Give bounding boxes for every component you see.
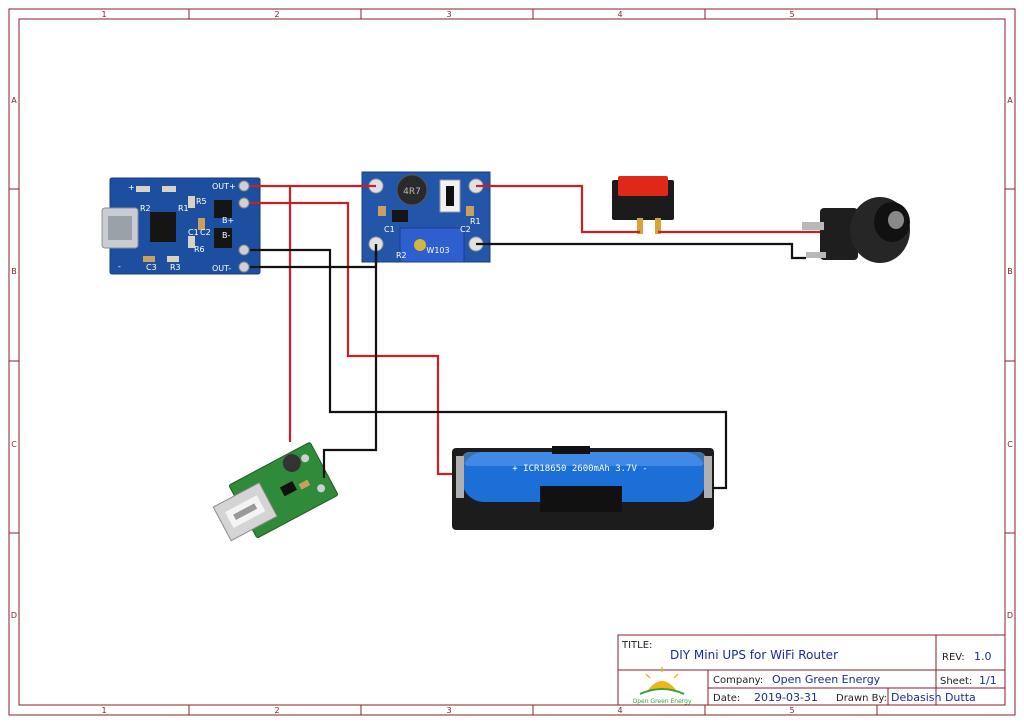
charger-ic	[150, 212, 176, 242]
pot-marking: W103	[426, 246, 449, 255]
rev-key: REV:	[942, 652, 965, 663]
boost-silk-label: C1	[384, 225, 395, 234]
charger-silk-label: R5	[196, 197, 207, 206]
charger-silk-label: R1	[178, 204, 189, 213]
drawing-title: DIY Mini UPS for WiFi Router	[670, 648, 838, 662]
wire-positive-paths	[250, 184, 820, 476]
charger-silk-label: R3	[170, 263, 181, 272]
charger-silk-label: C2	[200, 228, 211, 237]
drawn-by-key: Drawn By:	[836, 693, 887, 704]
row-label-left: C	[11, 440, 17, 449]
boost-silk-label: R1	[470, 217, 481, 226]
protection-ic	[214, 228, 232, 248]
title-key: TITLE:	[621, 640, 652, 651]
title-block: TITLE: DIY Mini UPS for WiFi Router REV:…	[617, 634, 1006, 706]
col-label-top: 4	[617, 10, 622, 19]
frame-row-labels: A B C D A B C D	[11, 96, 1013, 620]
boost-converter-module: 4R7 W103 C1 C2 R1 R2	[361, 171, 491, 263]
charger-silk-label: +	[128, 183, 135, 192]
charger-pin-label: B-	[222, 231, 230, 240]
row-label-right: B	[1007, 267, 1013, 276]
company-key: Company:	[713, 675, 763, 686]
dc-barrel-jack	[802, 197, 910, 263]
date-value: 2019-03-31	[754, 691, 818, 704]
frame-column-labels: 1 2 3 4 5 1 2 3 4 5	[101, 10, 794, 715]
charger-pin-label: OUT-	[212, 264, 231, 273]
charger-silk-label: R6	[194, 245, 205, 254]
row-label-right: A	[1007, 96, 1013, 105]
usb-boost-module	[212, 442, 339, 542]
rocker-switch	[612, 176, 674, 234]
row-label-right: D	[1007, 611, 1013, 620]
col-label-bottom: 1	[101, 706, 106, 715]
trim-potentiometer	[399, 227, 465, 263]
company-value: Open Green Energy	[772, 673, 881, 686]
rev-value: 1.0	[974, 650, 992, 663]
col-label-top: 5	[789, 10, 794, 19]
inductor	[396, 174, 428, 206]
boost-silk-label: R2	[396, 251, 407, 260]
col-label-top: 2	[274, 10, 279, 19]
charger-silk-label: R2	[140, 204, 151, 213]
wire-negative-paths	[250, 242, 806, 490]
col-label-bottom: 2	[274, 706, 279, 715]
company-logo: Open Green Energy	[632, 667, 692, 705]
col-label-top: 1	[101, 10, 106, 19]
battery-label: + ICR18650 2600mAh 3.7V -	[512, 464, 647, 474]
charger-silk-label: C1	[188, 228, 199, 237]
inductor-marking: 4R7	[403, 187, 421, 197]
row-label-left: A	[11, 96, 17, 105]
drawn-by-value: Debasish Dutta	[891, 691, 976, 704]
logo-text: Open Green Energy	[632, 698, 691, 705]
col-label-top: 3	[446, 10, 451, 19]
sheet-key: Sheet:	[940, 676, 972, 687]
col-label-bottom: 4	[617, 706, 622, 715]
boost-silk-label: C2	[460, 225, 471, 234]
battery-holder: + ICR18650 2600mAh 3.7V -	[452, 446, 714, 530]
charger-module: OUT+ B+ B- OUT- R2 R1 R5 C1 C2 R6 C3 R3 …	[101, 177, 261, 275]
charger-silk-label: -	[118, 262, 121, 271]
charger-silk-label: C3	[146, 263, 157, 272]
sheet-value: 1/1	[979, 674, 997, 687]
row-label-left: D	[11, 611, 17, 620]
row-label-left: B	[11, 267, 17, 276]
drawing-frame	[8, 8, 1016, 716]
charger-pin-label: B+	[222, 216, 234, 225]
col-label-bottom: 5	[789, 706, 794, 715]
charger-pin-label: OUT+	[212, 182, 236, 191]
row-label-right: C	[1007, 440, 1013, 449]
date-key: Date:	[713, 693, 740, 704]
col-label-bottom: 3	[446, 706, 451, 715]
